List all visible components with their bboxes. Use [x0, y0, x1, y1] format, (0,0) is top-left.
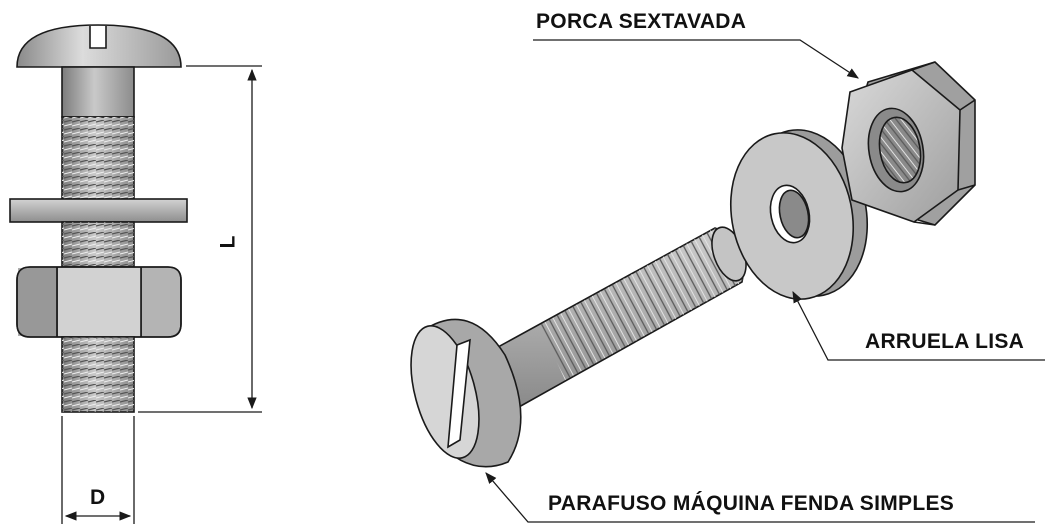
washer-side: [9, 198, 188, 223]
dimension-length-label: L: [216, 235, 240, 249]
dimension-diameter: [61, 416, 135, 524]
screw-isometric: [410, 226, 747, 468]
dimension-length: [138, 65, 262, 413]
screw-shank: [61, 66, 135, 118]
screw-head-slot-iso: [447, 338, 471, 449]
leader-nut: [533, 39, 859, 79]
washer-isometric: [729, 129, 869, 300]
label-screw: PARAFUSO MÁQUINA FENDA SIMPLES: [548, 492, 955, 515]
leader-washer: [792, 290, 1045, 361]
leader-lines: [485, 39, 1045, 523]
screw-slot: [89, 26, 107, 49]
dimension-diameter-label: D: [90, 486, 106, 509]
bolt-assembly-side-view: [9, 24, 188, 413]
leader-screw: [485, 472, 1035, 523]
nut-isometric: [841, 61, 976, 226]
label-nut: PORCA SEXTAVADA: [536, 10, 747, 33]
label-washer: ARRUELA LISA: [865, 330, 1025, 353]
nut-outline: [16, 266, 182, 338]
